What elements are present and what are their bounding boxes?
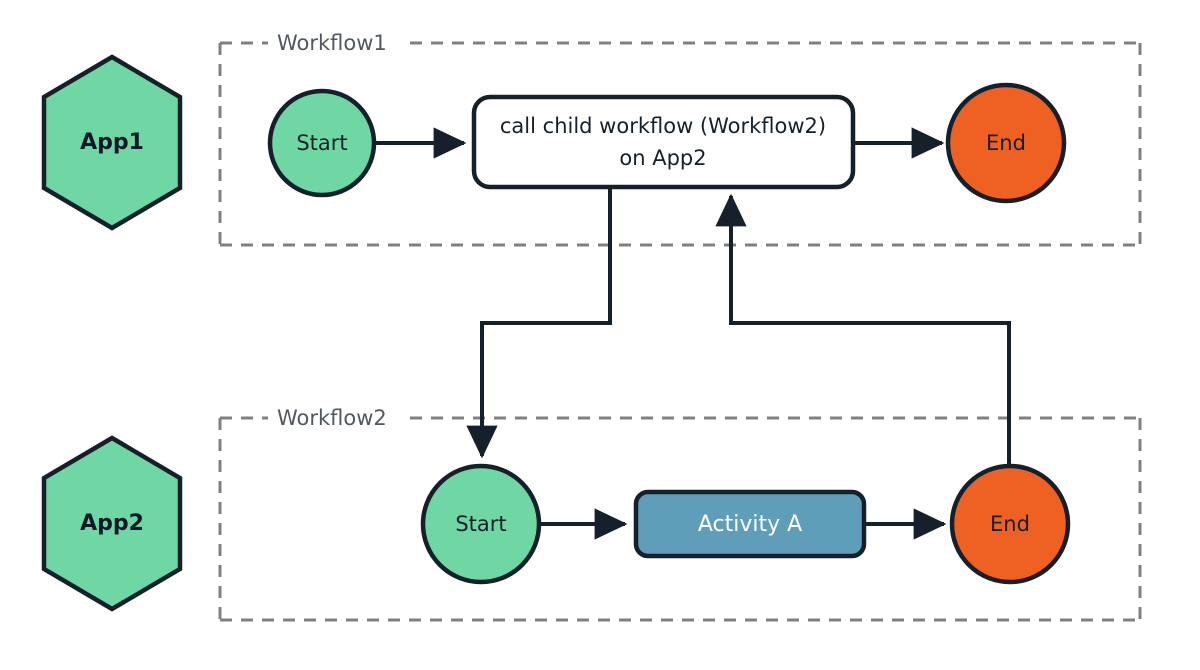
- node-call-child-workflow[interactable]: call child workflow (Workflow2) on App2: [471, 94, 856, 190]
- app2-label: App2: [80, 511, 144, 536]
- end2-label: End: [990, 512, 1030, 536]
- lane-workflow2-label: Workflow2: [277, 406, 387, 430]
- call-child-label-line2: on App2: [619, 146, 706, 170]
- activity-a-label: Activity A: [698, 512, 802, 537]
- app1-node[interactable]: App1: [41, 54, 183, 231]
- call-child-label-line1: call child workflow (Workflow2): [500, 114, 826, 138]
- edge-end2-to-call-child: [715, 193, 1011, 466]
- node-activity-a[interactable]: Activity A: [633, 489, 867, 559]
- start1-label: Start: [296, 131, 347, 155]
- start2-circle-shape: [420, 463, 542, 585]
- lane-workflow2: Workflow2: [218, 406, 1142, 622]
- end2-circle-shape: [949, 463, 1071, 585]
- node-start1[interactable]: Start: [267, 88, 377, 198]
- end1-circle-shape: [945, 82, 1067, 204]
- start2-label: Start: [455, 512, 506, 536]
- lane-workflow1-label: Workflow1: [277, 31, 387, 55]
- node-start2[interactable]: Start: [420, 463, 542, 585]
- edge-call-child-to-start2: [466, 188, 612, 459]
- app2-hexagon-shape: [41, 435, 183, 612]
- app1-hexagon-shape: [41, 54, 183, 231]
- app1-label: App1: [80, 130, 144, 155]
- start1-circle-shape: [267, 88, 377, 198]
- call-child-box-shape: [471, 94, 856, 190]
- app2-node[interactable]: App2: [41, 435, 183, 612]
- end1-label: End: [986, 131, 1026, 155]
- activity-a-box-shape: [633, 489, 867, 559]
- lane-workflow1: Workflow1: [218, 31, 1142, 247]
- node-end2[interactable]: End: [949, 463, 1071, 585]
- node-end1[interactable]: End: [945, 82, 1067, 204]
